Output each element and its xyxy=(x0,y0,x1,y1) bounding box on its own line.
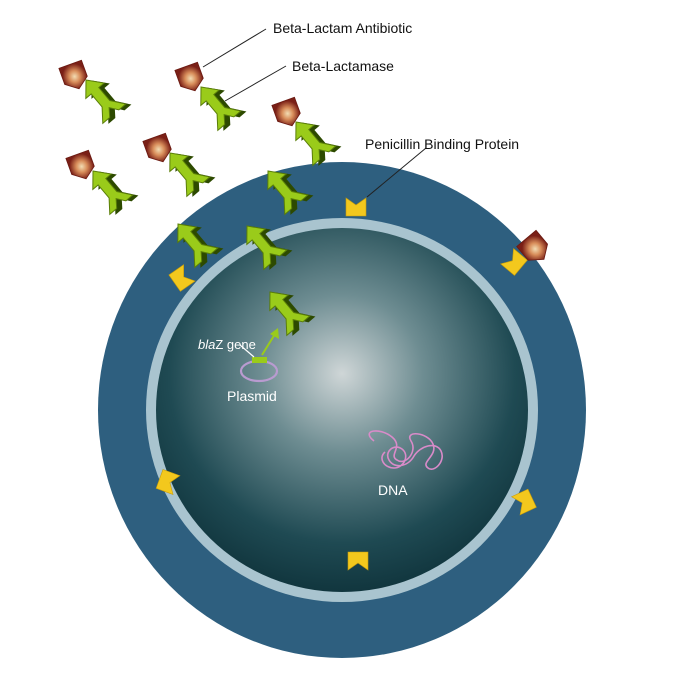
lactamase-label: Beta-Lactamase xyxy=(292,58,394,74)
antibiotic-label: Beta-Lactam Antibiotic xyxy=(273,20,412,36)
antibiotic-callout xyxy=(202,28,267,68)
bacterial-cell xyxy=(98,162,586,658)
cytoplasm xyxy=(156,228,528,592)
pbp-label: Penicillin Binding Protein xyxy=(365,136,519,152)
dna-strand xyxy=(368,430,443,470)
dna-label: DNA xyxy=(378,482,408,498)
expression-arrow xyxy=(261,333,276,356)
gene-label: blaZ gene xyxy=(198,337,256,352)
gene-label-rest: Z gene xyxy=(215,337,255,352)
gene-label-italic: bla xyxy=(198,337,215,352)
gene-label-leader xyxy=(239,344,255,358)
lactamase-callout xyxy=(224,65,287,102)
blaz-gene-marker xyxy=(252,357,267,363)
plasmid-label: Plasmid xyxy=(227,388,277,404)
expression-arrowhead xyxy=(270,328,279,339)
pbp-callout xyxy=(366,147,427,198)
plasmid xyxy=(239,328,279,383)
